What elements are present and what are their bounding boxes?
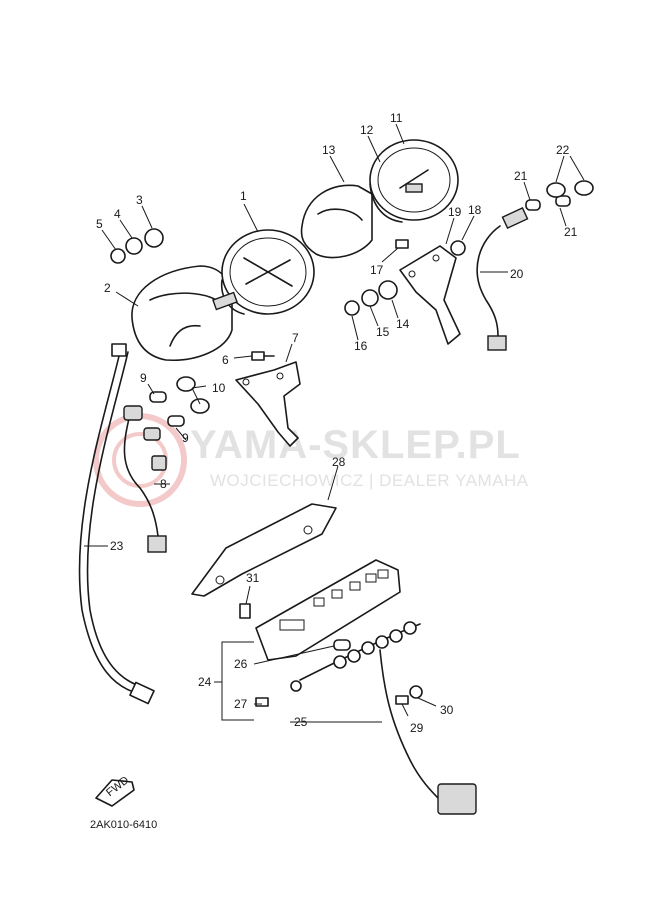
watermark-title: YAMA-SKLEP.PL: [190, 423, 521, 467]
callout-9a: 9: [140, 371, 147, 385]
callout-21b: 21: [564, 225, 578, 239]
speedometer-cable: [78, 343, 155, 705]
callout-labels: 1 2 3 4 5 6 7 8 9 9 10 11 12 13 14 15 16…: [96, 111, 578, 735]
callout-30: 30: [440, 703, 454, 717]
callout-18: 18: [468, 203, 482, 217]
callout-12: 12: [360, 123, 374, 137]
callout-21a: 21: [514, 169, 528, 183]
callout-2: 2: [104, 281, 111, 295]
callout-5: 5: [96, 217, 103, 231]
washers-3-4-5: [110, 228, 164, 264]
callout-10: 10: [212, 381, 226, 395]
callout-9b: 9: [182, 431, 189, 445]
callout-4: 4: [114, 207, 121, 221]
callout-14: 14: [396, 317, 410, 331]
meter-cover-right: [300, 184, 373, 259]
callout-25: 25: [294, 715, 308, 729]
indicator-housing: [255, 559, 401, 661]
meter-cover-left: [131, 265, 233, 361]
watermark: YAMA-SKLEP.PL WOJCIECHOWICZ | DEALER YAM…: [93, 413, 529, 507]
harness-25: [290, 621, 477, 815]
speedometer: [212, 229, 315, 315]
diagram-code: 2AK010-6410: [90, 819, 157, 831]
callout-22: 22: [556, 143, 570, 157]
wire-harness-20: [476, 206, 529, 351]
callout-27: 27: [234, 697, 248, 711]
panel-28: [191, 503, 337, 597]
tachometer: [369, 139, 459, 223]
washers-14-15-16: [344, 240, 466, 316]
callout-16: 16: [354, 339, 368, 353]
callout-7: 7: [292, 331, 299, 345]
callout-23: 23: [110, 539, 124, 553]
bracket-19: [399, 245, 461, 345]
sockets-8: [123, 405, 167, 553]
callout-6: 6: [222, 353, 229, 367]
bulbs-21-22: [525, 180, 594, 211]
bulbs-9-10: [149, 376, 210, 427]
callout-26: 26: [234, 657, 248, 671]
callout-17: 17: [370, 263, 384, 277]
small-parts: [239, 603, 423, 707]
fwd-arrow-icon: FWD: [95, 774, 135, 807]
callout-31: 31: [246, 571, 260, 585]
callout-13: 13: [322, 143, 336, 157]
callout-11: 11: [390, 111, 403, 125]
callout-28: 28: [332, 455, 346, 469]
bracket-7: [235, 361, 301, 447]
group-bracket-24: [214, 641, 254, 721]
callout-15: 15: [376, 325, 390, 339]
callout-3: 3: [136, 193, 143, 207]
callout-19: 19: [448, 205, 462, 219]
callout-1: 1: [240, 189, 247, 203]
leader-lines: [84, 123, 585, 723]
callout-29: 29: [410, 721, 424, 735]
callout-8: 8: [160, 477, 167, 491]
callout-24: 24: [198, 675, 212, 689]
callout-20: 20: [510, 267, 524, 281]
bolts: [251, 239, 409, 361]
watermark-subtitle: WOJCIECHOWICZ | DEALER YAMAHA: [210, 471, 529, 490]
